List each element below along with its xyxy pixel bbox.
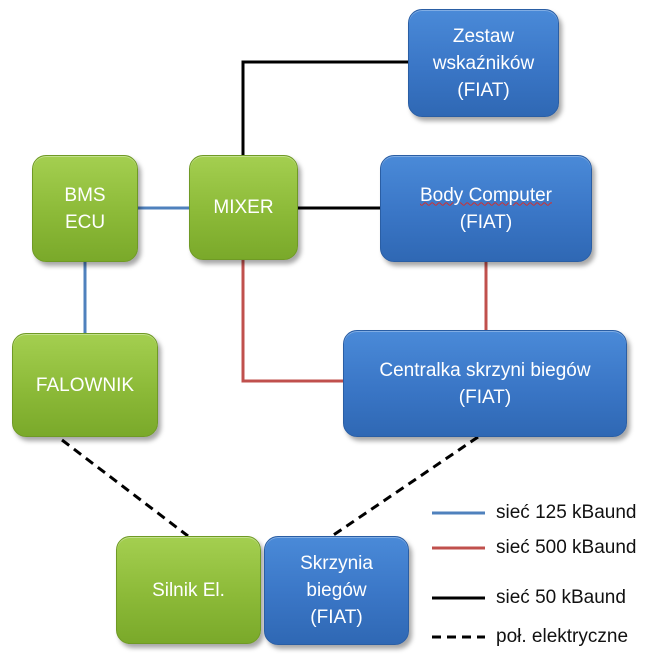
node-text-line: ECU <box>64 211 106 233</box>
link-falownik-silnik <box>61 438 189 538</box>
node-body-computer: Body Computer (FIAT) <box>380 155 592 262</box>
node-text-line: (FIAT) <box>310 607 363 628</box>
legend-label-50: sieć 50 kBaund <box>496 587 626 608</box>
node-centralka-skrzyni-biegow: Centralka skrzyni biegów (FIAT) <box>343 330 627 437</box>
node-zestaw-wskaznikow: Zestaw wskaźników (FIAT) <box>408 9 559 117</box>
legend-label-electrical: poł. elektryczne <box>496 626 629 647</box>
node-text-line: Skrzynia <box>300 553 373 574</box>
node-text-line: Silnik El. <box>152 579 225 601</box>
node-text-line: Body Computer <box>419 184 552 206</box>
node-text-line: MIXER <box>213 197 274 218</box>
link-centralka-skrzynia <box>331 435 479 538</box>
node-text-line: wskaźników <box>432 52 535 74</box>
node-text-line: (FIAT) <box>459 211 513 233</box>
node-silnik-el: Silnik El. <box>116 536 261 644</box>
node-text-line: FALOWNIK <box>35 374 135 396</box>
legend-label-125: sieć 125 kBaund <box>496 502 637 523</box>
node-skrzynia-biegow: Skrzynia biegów (FIAT) <box>264 536 409 645</box>
node-falownik: FALOWNIK <box>12 333 158 437</box>
node-text-line: biegów <box>306 580 367 601</box>
legend-label-500: sieć 500 kBaund <box>496 537 637 558</box>
node-bms-ecu: BMS ECU <box>32 155 138 262</box>
node-text-line: Centralka skrzyni biegów <box>379 359 591 381</box>
link-mixer-centralka <box>241 260 343 383</box>
node-text-line: (FIAT) <box>458 386 512 408</box>
node-text-line: Zestaw <box>452 25 515 47</box>
node-text-line: (FIAT) <box>457 79 510 101</box>
node-text-line: BMS <box>64 184 106 206</box>
node-mixer: MIXER <box>189 155 298 260</box>
link-mixer-zestaw <box>241 60 408 155</box>
